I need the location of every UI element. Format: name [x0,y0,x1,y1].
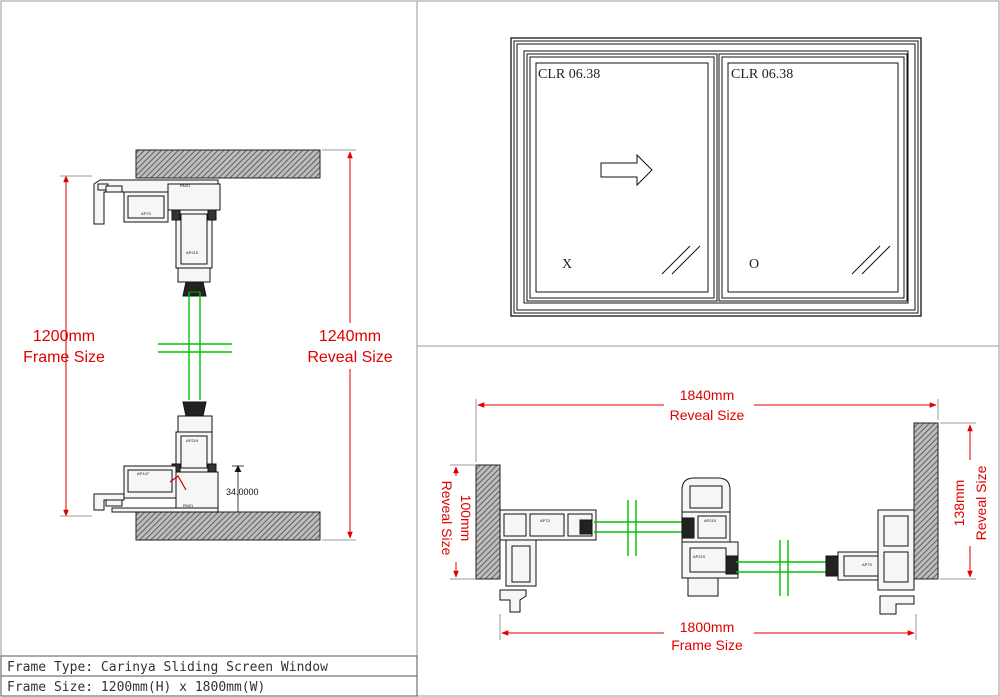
right-reveal-value: 138mm [951,480,967,527]
horizontal-glass-right [736,561,838,573]
right-jamb-profile [825,509,915,615]
left-jamb-profile [499,509,597,613]
reveal-width-label: Reveal Size [670,407,745,423]
left-pane-mark: X [562,257,572,272]
svg-text:AP219: AP219 [693,554,706,559]
svg-text:AP219: AP219 [186,250,199,255]
glass-marks-left [661,245,701,275]
reveal-width-value: 1840mm [680,387,734,403]
right-pane-glass-label: CLR 06.38 [731,67,793,82]
interlock-profile [681,477,739,597]
right-pane-mark: O [749,257,759,272]
slide-direction-arrow-icon [600,153,653,187]
head-profile [93,179,221,297]
frame-width-label: Frame Size [671,637,743,653]
svg-text:AP219: AP219 [704,518,717,523]
step-dimension-value: 34.0000 [226,487,259,497]
frame-size-label: Frame Size [23,349,105,366]
left-pane-glass-label: CLR 06.38 [538,67,600,82]
horizontal-section: AP73 AP219 AP219 [475,422,939,615]
frame-size-text: Frame Size: 1200mm(H) x 1800mm(W) [7,680,265,695]
frame-size-value: 1200mm [33,328,95,345]
glass-marks-right [851,245,891,275]
reveal-size-value: 1240mm [319,328,381,345]
frame-size-dimension-line [60,175,92,517]
frame-type-text: Frame Type: Carinya Sliding Screen Windo… [7,660,328,675]
vertical-section: RN21 AP73 AP219 AP219 [93,149,321,541]
left-reveal-value: 100mm [458,495,474,542]
title-block [0,655,418,697]
left-reveal-label: Reveal Size [439,481,455,556]
sill-profile [93,401,219,513]
glass-break-marks-left [627,500,637,556]
svg-text:RN21: RN21 [183,503,194,508]
window-elevation [510,37,922,317]
left-jamb-wall [475,464,501,580]
seal-bead [169,475,187,491]
frame-width-value: 1800mm [680,619,734,635]
right-jamb-wall [913,422,939,580]
svg-text:AP73: AP73 [141,211,152,216]
glass-break-marks [158,343,232,353]
glass-break-marks-right [779,540,789,596]
horizontal-glass-left [594,521,688,533]
vertical-glass [188,291,201,400]
reveal-size-label: Reveal Size [307,349,392,366]
svg-text:AP73: AP73 [540,518,551,523]
svg-text:RN21: RN21 [180,183,191,188]
svg-text:AP147: AP147 [137,471,150,476]
sill-wall [135,511,321,541]
step-dimension-line [232,465,244,512]
svg-text:AP219: AP219 [186,438,199,443]
head-wall [135,149,321,179]
right-reveal-label: Reveal Size [973,465,989,540]
svg-text:AP73: AP73 [862,562,873,567]
